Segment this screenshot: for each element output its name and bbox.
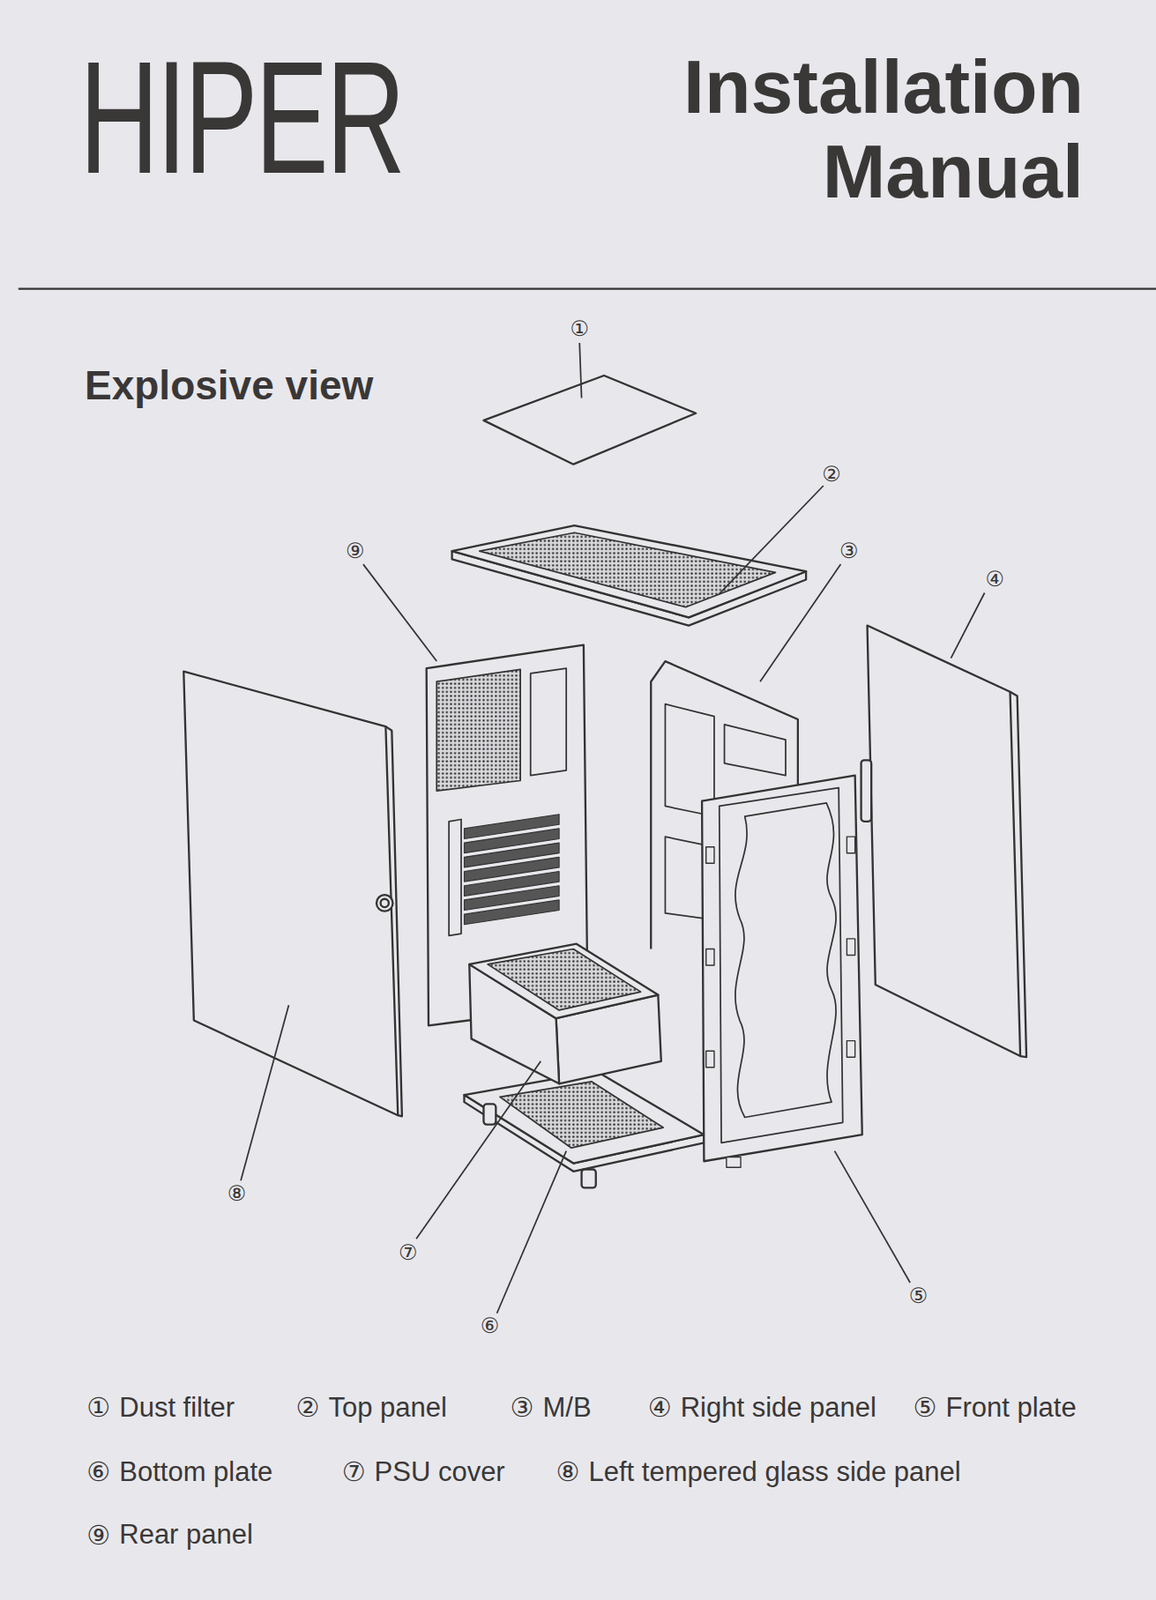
callout-number: ④ [648,1392,672,1424]
section-heading: Explosive view [84,361,373,410]
callout-number: ⑤ [909,1283,929,1309]
part-name: PSU cover [374,1456,506,1489]
callout-number: ② [296,1392,321,1424]
callout-number: ⑥ [86,1456,111,1488]
callout-number: ② [821,462,842,487]
part-name: Front plate [946,1392,1077,1425]
callout-number: ③ [510,1392,535,1424]
part-name: M/B [542,1392,591,1425]
part-name: Rear panel [119,1519,254,1552]
callout-number: ① [86,1392,111,1424]
callout-number: ⑧ [227,1181,247,1207]
callout-number: ⑦ [398,1240,418,1266]
part-name: Top panel [328,1392,447,1425]
part-name: Left tempered glass side panel [589,1456,962,1489]
callout-number: ⑤ [913,1392,938,1424]
callout-number: ⑦ [342,1456,366,1488]
callout-number: ⑨ [345,538,366,564]
part-name: Dust filter [119,1392,235,1425]
manual-title: Installation Manual [625,44,1084,215]
callout-number: ① [569,316,590,342]
brand-logo: HIPER [79,37,403,197]
part-name: Bottom plate [119,1456,273,1489]
part-name: Right side panel [680,1392,877,1425]
callout-number: ⑥ [480,1313,500,1339]
callout-number: ④ [984,566,1005,592]
callout-number: ③ [839,538,859,564]
callout-number: ⑧ [556,1456,581,1488]
callout-number: ⑨ [86,1520,111,1552]
